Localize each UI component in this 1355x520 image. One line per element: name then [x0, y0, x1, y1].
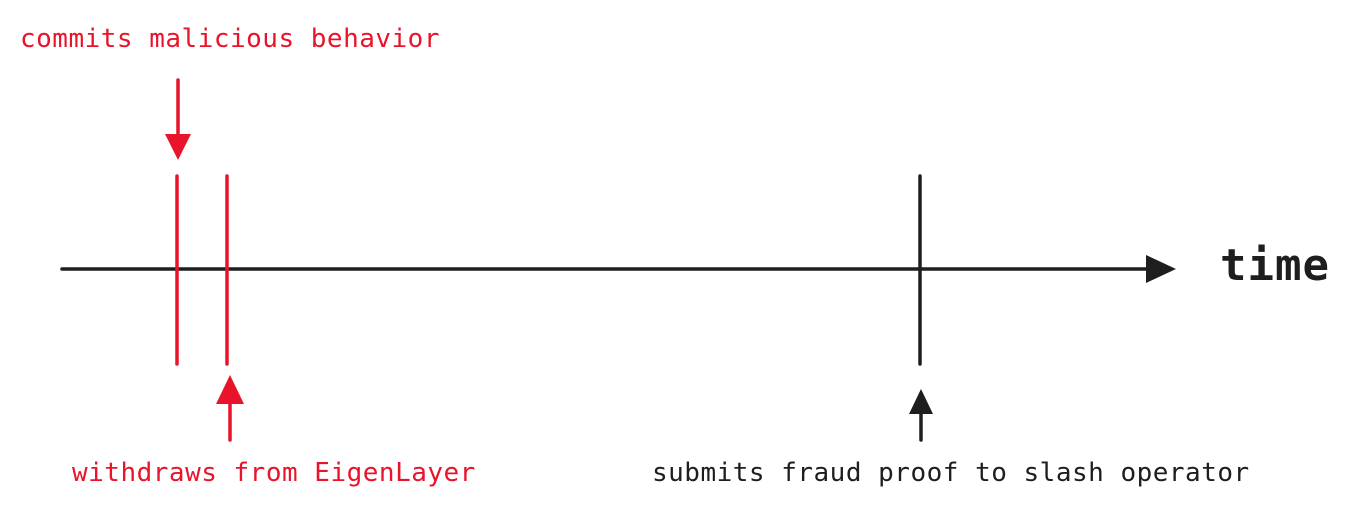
- withdraw-pointer-arrowhead: [216, 375, 244, 404]
- fraud-proof-pointer-arrowhead: [909, 389, 933, 414]
- time-axis-label: time: [1220, 240, 1330, 291]
- malicious-pointer-arrowhead: [165, 134, 191, 160]
- withdraw-event-label: withdraws from EigenLayer: [72, 458, 476, 488]
- malicious-event-label: commits malicious behavior: [20, 24, 440, 54]
- time-axis-arrowhead: [1146, 255, 1176, 283]
- fraud-proof-event-label: submits fraud proof to slash operator: [652, 458, 1250, 488]
